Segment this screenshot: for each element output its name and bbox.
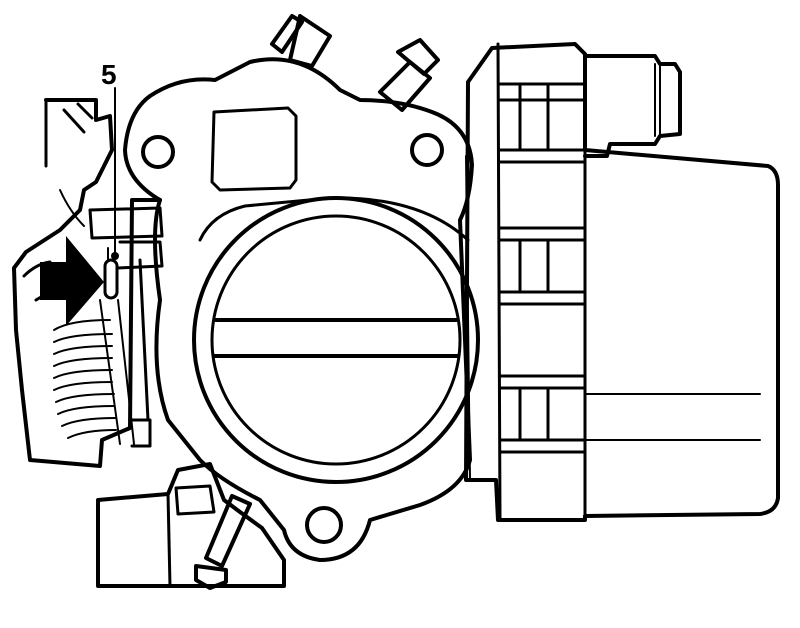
- mounting-hole-top-left: [141, 135, 175, 169]
- spring-coils: [53, 299, 135, 445]
- vacuum-nipples: [270, 14, 440, 112]
- leader-dot: [111, 252, 119, 260]
- return-spring-assembly: [12, 98, 164, 468]
- throttle-bore: [192, 196, 480, 484]
- callout-label-5: 5: [101, 59, 117, 90]
- mounting-hole-top-right: [410, 133, 444, 167]
- actuator-housing: [464, 42, 780, 522]
- mounting-hole-bottom: [305, 506, 343, 544]
- position-sensor: [96, 462, 286, 590]
- callout-5: 5: [101, 59, 119, 300]
- direction-arrow-icon: [40, 236, 104, 326]
- throttle-flange: [123, 57, 480, 562]
- marked-slot: [103, 258, 119, 300]
- housing-ribs: [498, 82, 587, 454]
